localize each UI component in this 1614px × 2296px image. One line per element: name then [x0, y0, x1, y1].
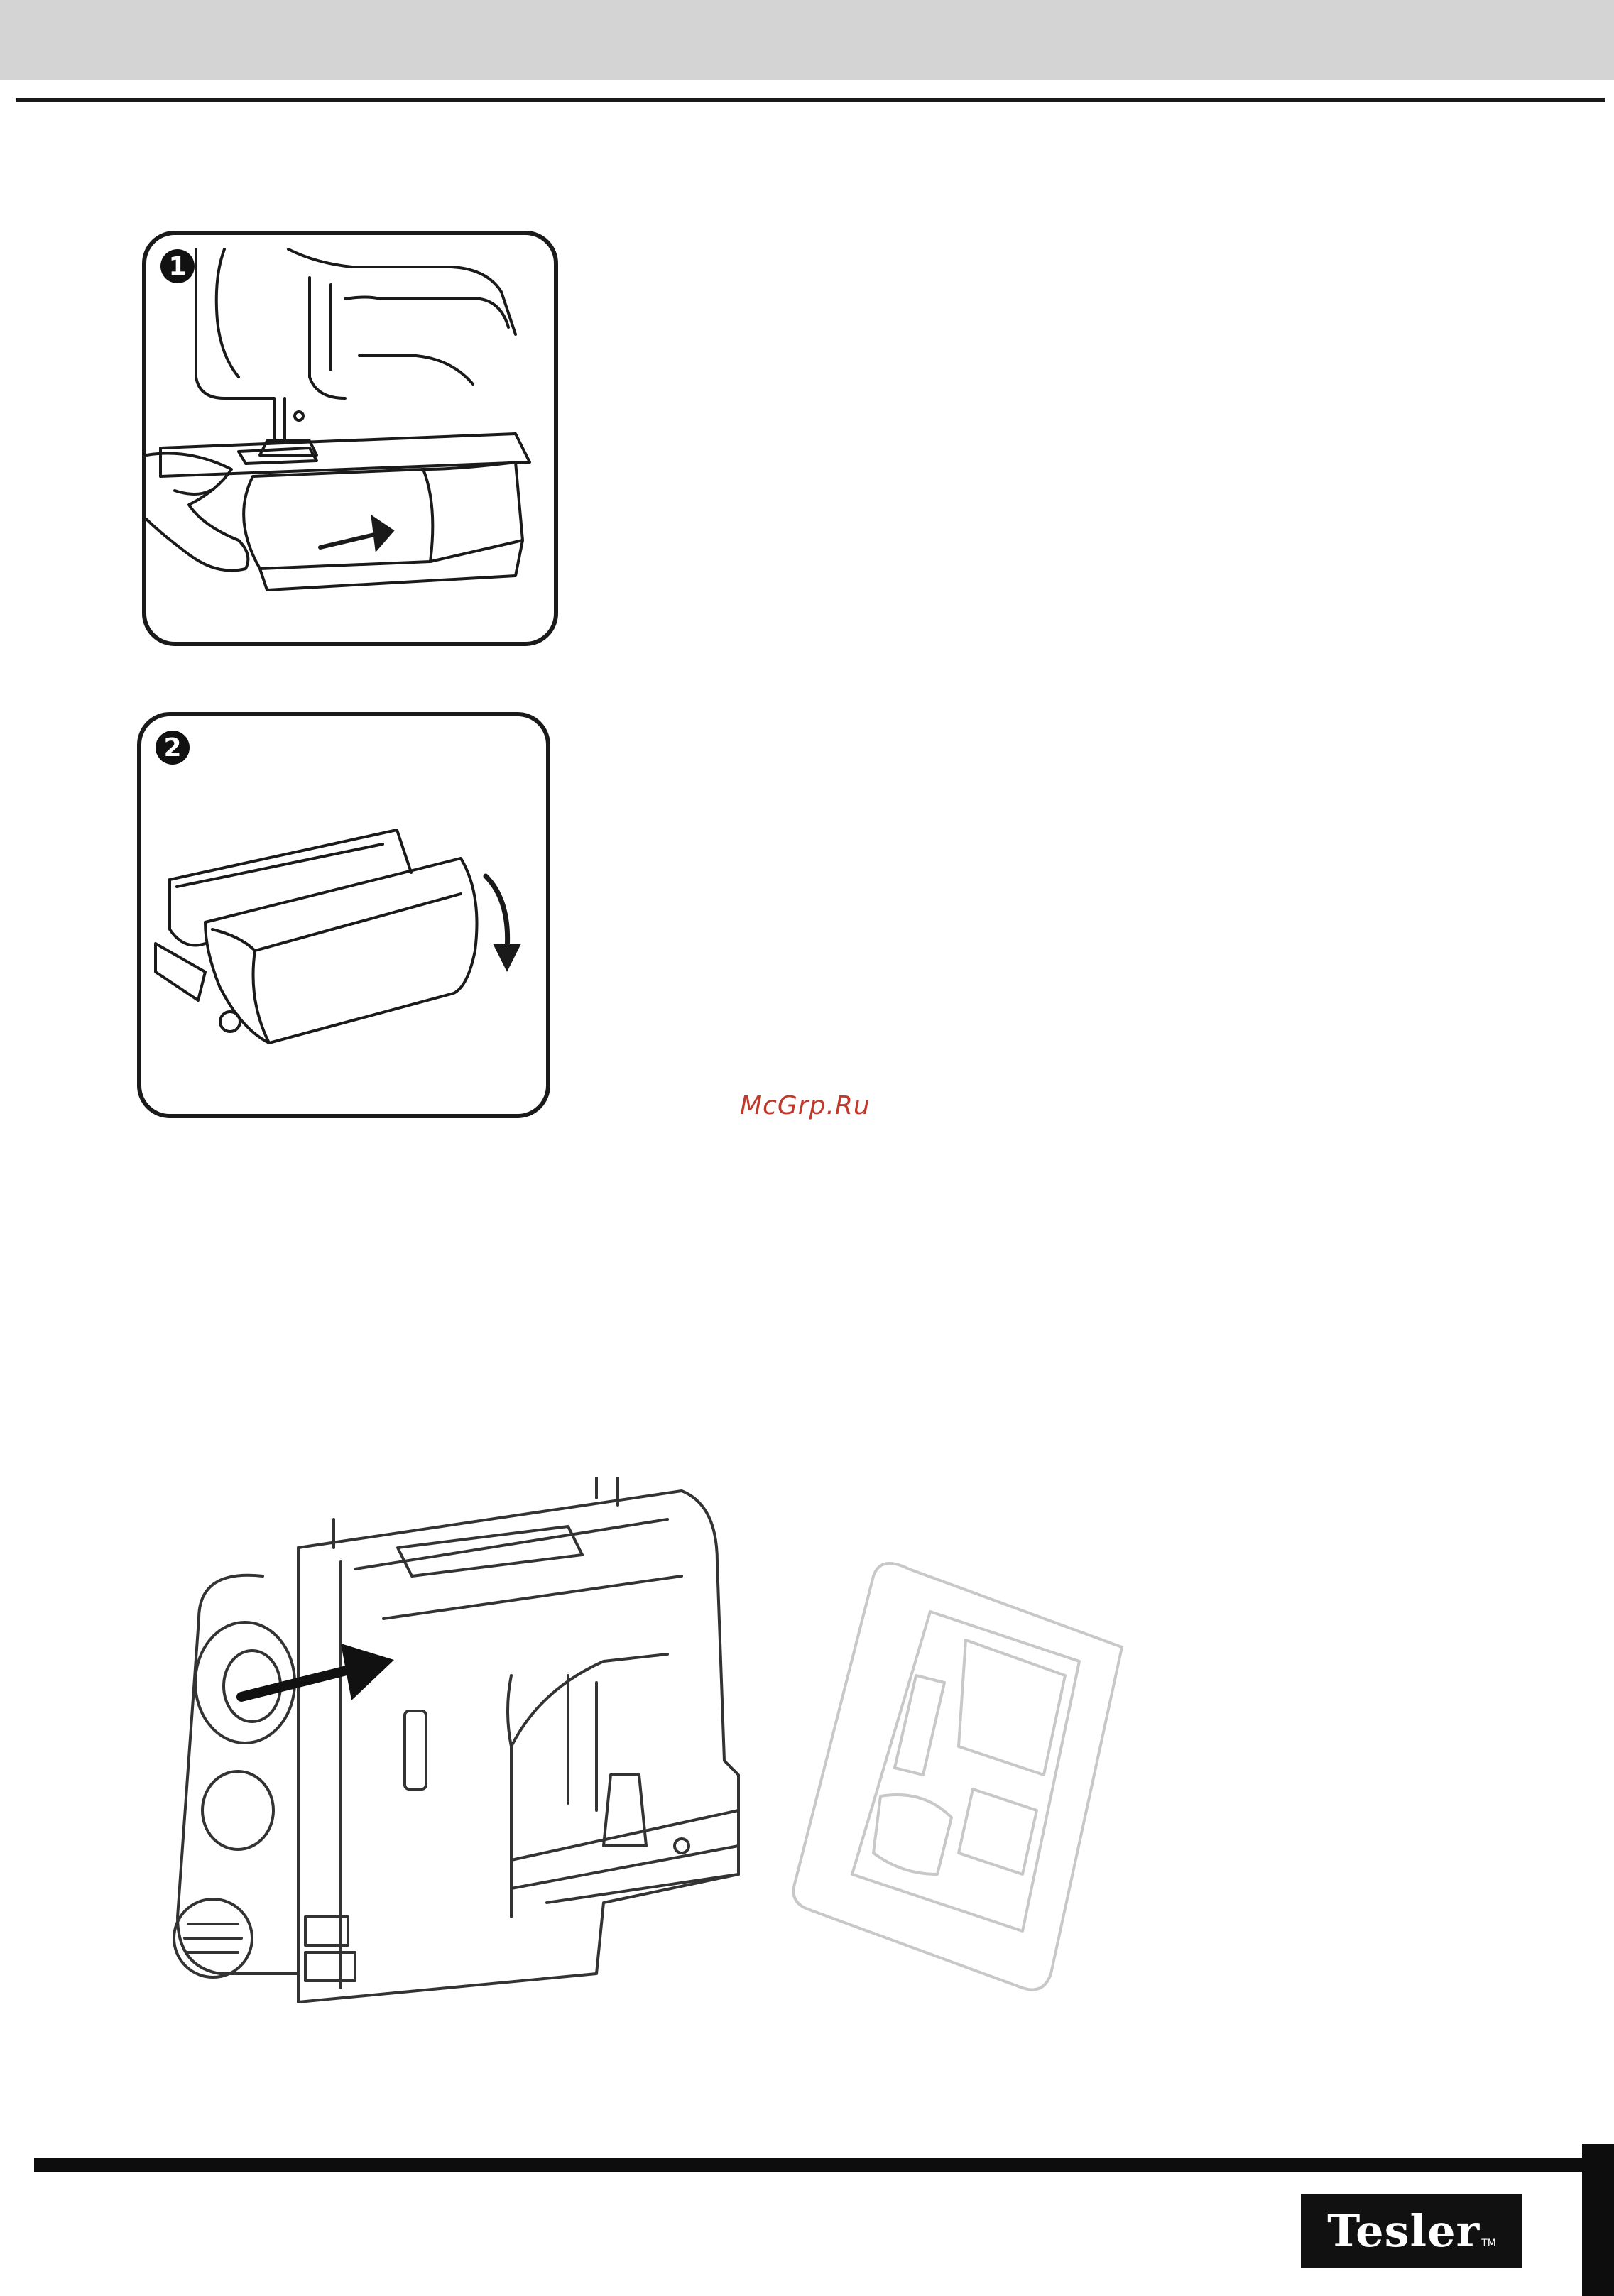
page-tab — [1582, 2144, 1614, 2296]
brand-name: Tesler — [1327, 2205, 1480, 2257]
footer-rule — [34, 2158, 1582, 2172]
figure-step-2: 2 — [137, 712, 550, 1118]
brand-trademark: TM — [1481, 2238, 1496, 2249]
brand-logo: Tesler TM — [1301, 2194, 1522, 2268]
sewing-machine-with-foam-packaging-icon — [170, 1477, 1136, 2045]
figure-step-1: 1 — [142, 231, 558, 646]
header-bar — [0, 0, 1614, 80]
step-badge-2: 2 — [156, 731, 190, 765]
step-badge-1: 1 — [160, 249, 195, 283]
header-rule — [16, 98, 1605, 102]
watermark-text: McGrp.Ru — [740, 1091, 882, 1120]
slide-off-extension-table-icon — [146, 235, 554, 642]
open-accessory-box-lid-icon — [141, 716, 546, 1114]
